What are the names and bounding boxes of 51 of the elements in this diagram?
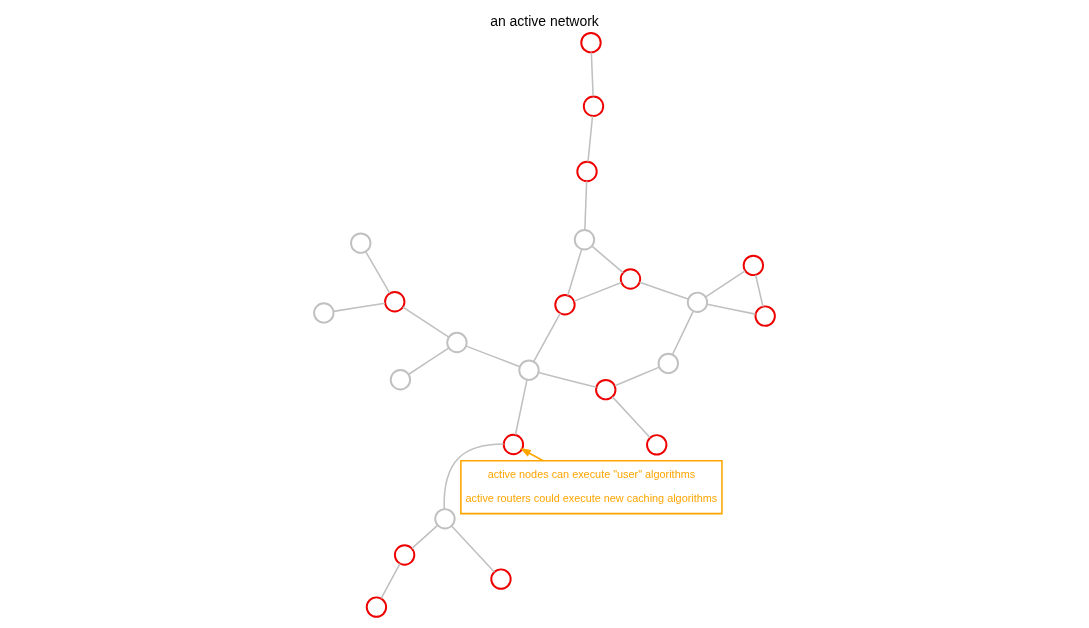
node-circle [582,95,605,117]
node-circle [595,378,617,401]
connector [706,303,757,315]
node-circle [490,568,512,590]
node-circle [554,294,576,316]
node-circle [686,291,709,313]
connector [514,379,528,436]
connector [590,51,594,98]
connector [402,306,450,338]
node-circle [313,302,335,324]
connector [411,524,439,550]
node-circle [657,352,679,375]
connector [573,281,623,302]
connector [537,371,598,389]
node-circle [576,160,598,183]
connector [567,248,583,297]
connector [587,115,594,163]
node-circle [580,32,602,54]
node-circle [573,229,596,251]
connector [332,302,386,313]
connector [584,180,588,231]
node-circle [619,268,642,290]
node-circle [389,369,412,391]
connector [443,443,505,510]
connector [532,312,562,363]
node-circle [446,331,468,354]
node-circle [754,305,776,327]
connector [408,347,450,375]
node-circle [393,544,416,566]
connector [611,396,651,439]
node-circle [646,434,668,456]
connector [705,270,746,298]
node-circle [742,254,765,277]
node-circle [384,291,406,313]
connector [450,525,496,573]
node-circle [434,508,456,530]
node-circle [365,596,388,618]
node-circle [502,433,525,456]
connector [614,366,661,387]
node-circle [518,359,540,381]
arrow [519,448,544,462]
connector [465,345,521,368]
connector [671,310,694,356]
connector [365,251,391,294]
node-circle [350,232,372,254]
diagram-title: an active network [490,12,599,29]
connector [754,274,764,308]
node-box: active nodes can execute "user" algorithms active routers could execute new caching algorithms [460,460,723,515]
connector [638,281,689,300]
connector [380,562,401,600]
connector [591,245,624,274]
